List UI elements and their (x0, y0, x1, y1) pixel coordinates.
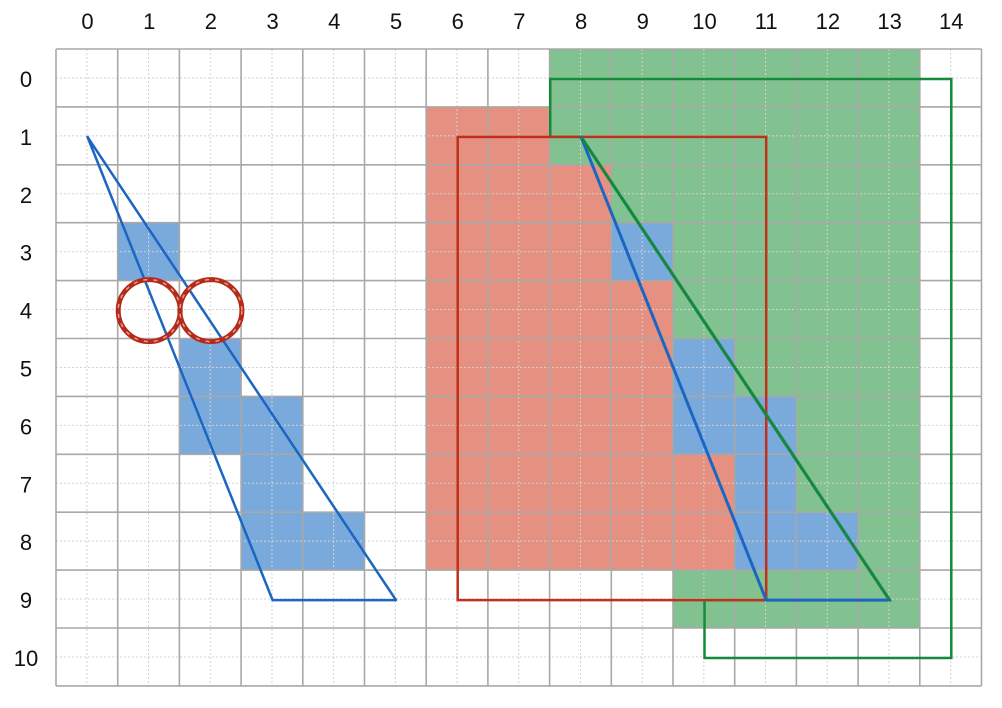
blue-triangle-left (86, 135, 398, 602)
row-label-3: 3 (20, 241, 32, 266)
column-label-8: 8 (575, 9, 587, 34)
row-label-6: 6 (20, 414, 32, 439)
row-label-8: 8 (20, 530, 32, 555)
column-label-5: 5 (390, 9, 402, 34)
row-labels: 0 1 2 3 4 5 6 7 8 9 10 (14, 67, 38, 671)
red-outline (456, 135, 768, 602)
row-label-4: 4 (20, 299, 32, 324)
column-label-13: 13 (877, 9, 901, 34)
column-label-14: 14 (939, 9, 963, 34)
column-label-7: 7 (513, 9, 525, 34)
row-label-9: 9 (20, 588, 32, 613)
row-label-7: 7 (20, 472, 32, 497)
green-edge (579, 136, 891, 601)
column-label-10: 10 (692, 9, 716, 34)
red-cell-7-5 (487, 338, 550, 397)
column-label-3: 3 (266, 9, 278, 34)
row-label-5: 5 (20, 357, 32, 382)
grid-lines (55, 48, 983, 687)
column-label-4: 4 (328, 9, 340, 34)
column-label-1: 1 (143, 9, 155, 34)
column-label-2: 2 (205, 9, 217, 34)
row-label-10: 10 (14, 646, 38, 671)
column-label-11: 11 (755, 9, 778, 34)
shape-outlines (86, 77, 953, 660)
row-label-1: 1 (20, 125, 32, 150)
column-label-9: 9 (637, 9, 649, 34)
circle-markers (115, 277, 245, 345)
column-label-6: 6 (452, 9, 464, 34)
row-label-0: 0 (20, 67, 32, 92)
column-label-0: 0 (81, 9, 93, 34)
red-cell-7-3 (487, 222, 550, 281)
circle-marker-highlight-1 (179, 278, 243, 343)
row-label-2: 2 (20, 183, 32, 208)
column-label-12: 12 (816, 9, 840, 34)
